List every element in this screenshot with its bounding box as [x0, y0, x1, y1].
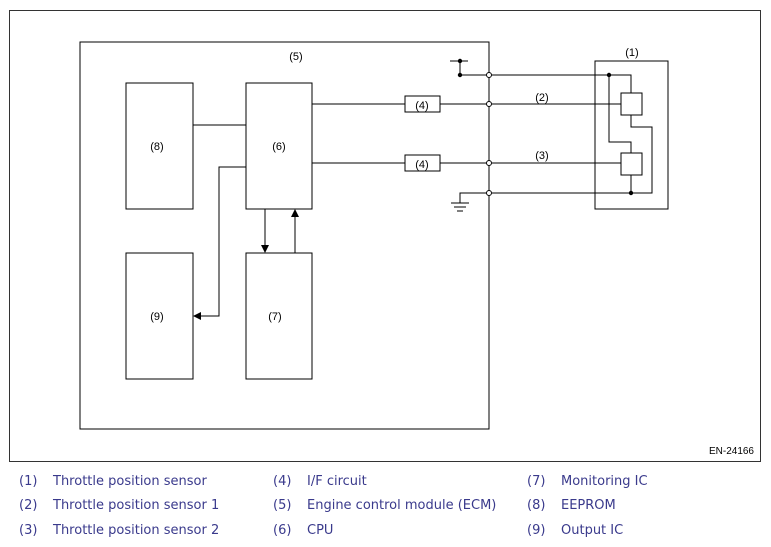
terminal-ground: [486, 190, 492, 196]
legend: (1) Throttle position sensor (2) Throttle …: [0, 470, 771, 547]
eeprom-box: [125, 82, 194, 210]
label-if-circuit-2: (4): [415, 159, 428, 171]
legend-text: Throttle position sensor 1: [53, 498, 220, 513]
legend-num: (1): [19, 474, 38, 489]
legend-text: Throttle position sensor: [53, 474, 207, 489]
legend-item: (1) Throttle position sensor: [19, 474, 207, 489]
legend-item: (2) Throttle position sensor 1: [19, 498, 219, 513]
sensor-2-element: [620, 152, 643, 176]
legend-num: (3): [19, 523, 38, 538]
legend-num: (7): [527, 474, 546, 489]
sensor-power-node: [606, 72, 612, 78]
legend-text: Engine control module (ECM): [307, 498, 497, 513]
throttle-sensor-box: [594, 60, 669, 210]
legend-num: (9): [527, 523, 546, 538]
legend-text: I/F circuit: [307, 474, 367, 489]
legend-text: EEPROM: [561, 498, 616, 513]
monitoring-ic-box: [245, 252, 313, 380]
label-ecm: (5): [289, 51, 302, 63]
legend-item: (4) I/F circuit: [273, 474, 367, 489]
legend-item: (7) Monitoring IC: [527, 474, 648, 489]
ground-wire: [459, 192, 489, 203]
wiring-diagram: (5) (8) (6) (9) (7) (4) (4) (2) (3) (1): [79, 41, 669, 430]
arrow-to-cpu: [291, 209, 299, 217]
label-if-circuit-1: (4): [415, 100, 428, 112]
cpu-box: [245, 82, 313, 210]
figure-id: EN-24166: [708, 446, 754, 457]
diagram-frame: (5) (8) (6) (9) (7) (4) (4) (2) (3) (1) …: [9, 10, 761, 462]
legend-item: (3) Throttle position sensor 2: [19, 523, 219, 538]
ecm-box: [79, 41, 490, 430]
legend-num: (2): [19, 498, 38, 513]
label-cpu: (6): [272, 141, 285, 153]
sensor-1-ground: [630, 115, 653, 194]
cpu-output-line: [200, 166, 246, 317]
legend-item: (6) CPU: [273, 523, 333, 538]
terminal-signal-2: [486, 160, 492, 166]
arrow-to-output-ic: [193, 312, 201, 320]
label-eeprom: (8): [150, 141, 163, 153]
legend-text: Output IC: [561, 523, 624, 538]
terminal-signal-1: [486, 101, 492, 107]
label-monitoring-ic: (7): [268, 311, 281, 323]
terminal-power: [486, 72, 492, 78]
power-dot-top: [457, 58, 463, 64]
label-throttle-sensor: (1): [625, 47, 638, 59]
sensor-1-power: [609, 74, 632, 93]
legend-text: CPU: [307, 523, 334, 538]
legend-num: (5): [273, 498, 292, 513]
legend-num: (8): [527, 498, 546, 513]
legend-text: Monitoring IC: [561, 474, 648, 489]
sensor-1-element: [620, 92, 643, 116]
legend-item: (8) EEPROM: [527, 498, 616, 513]
sensor-ground-node: [628, 190, 634, 196]
legend-num: (6): [273, 523, 292, 538]
legend-item: (9) Output IC: [527, 523, 623, 538]
label-sensor-2: (3): [535, 150, 548, 162]
legend-text: Throttle position sensor 2: [53, 523, 220, 538]
sensor-power-line: [608, 75, 632, 153]
legend-item: (5) Engine control module (ECM): [273, 498, 496, 513]
label-output-ic: (9): [150, 311, 163, 323]
arrow-to-monitoring-ic: [261, 245, 269, 253]
legend-num: (4): [273, 474, 292, 489]
label-sensor-1: (2): [535, 92, 548, 104]
